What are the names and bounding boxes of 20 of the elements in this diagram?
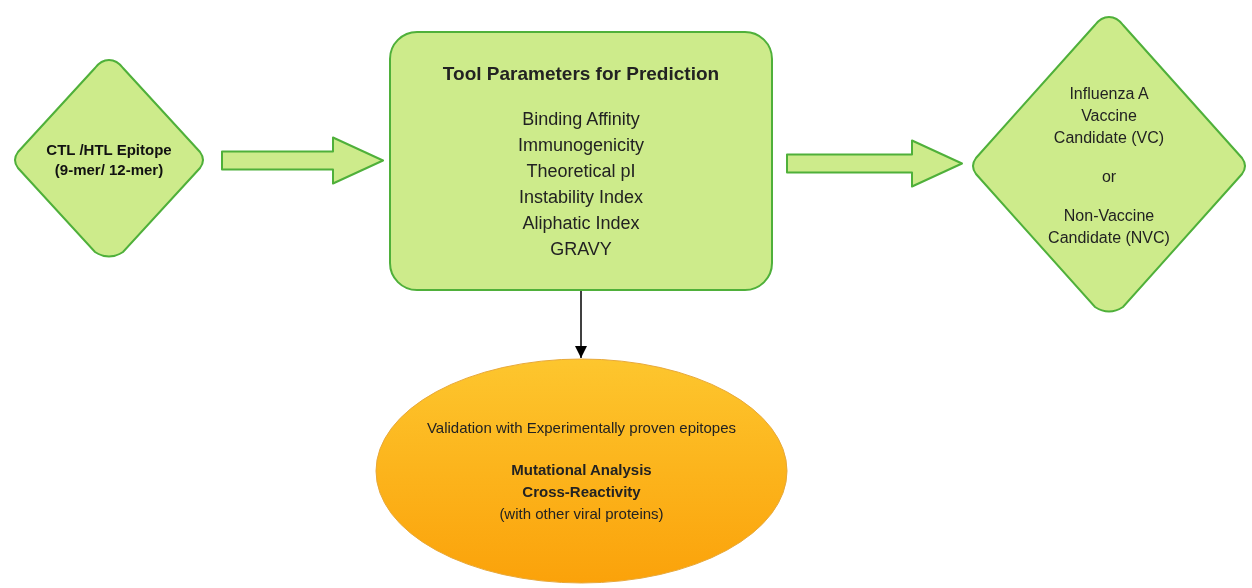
- box-title: Tool Parameters for Prediction: [442, 61, 720, 86]
- node-label: (with other viral proteins): [499, 504, 664, 525]
- list-item: Instability Index: [518, 186, 644, 210]
- result-ellipse: [375, 358, 788, 584]
- list-item: Immunogenicity: [517, 134, 645, 158]
- node-label: Mutational Analysis: [511, 460, 652, 481]
- node-label: CTL /HTL Epitope (9-mer/ 12-mer): [45, 140, 173, 180]
- block-arrow: [786, 139, 963, 188]
- list-item: GRAVY: [550, 238, 612, 262]
- node-label: Cross-Reactivity: [522, 482, 641, 503]
- process-box: [389, 31, 773, 291]
- node-label: Non-Vaccine Candidate (NVC): [1047, 206, 1171, 248]
- list-item: Aliphatic Index: [522, 212, 640, 236]
- node-label: Influenza A Vaccine Candidate (VC): [1052, 84, 1166, 148]
- list-item: Theoretical pI: [526, 160, 636, 184]
- list-item: Binding Affinity: [522, 108, 640, 132]
- arrow: [575, 290, 587, 359]
- block-arrow: [221, 136, 384, 185]
- node-label: or: [1101, 167, 1117, 187]
- node-label: Validation with Experimentally proven epitopes: [426, 417, 737, 438]
